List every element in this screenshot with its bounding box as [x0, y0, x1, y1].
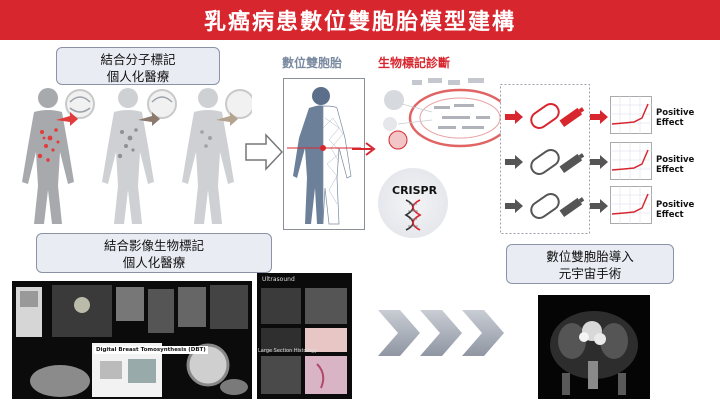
biomarker-network-diagram — [383, 78, 512, 150]
crispr-label: CRISPR — [392, 184, 438, 197]
ultrasound-collage-art — [261, 288, 347, 394]
dbt-label: Digital Breast Tomosynthesis (DBT) — [94, 346, 208, 354]
page-title: 乳癌病患數位雙胞胎模型建構 — [203, 10, 516, 35]
biomarker-diagnosis-label: 生物標記診斷 — [378, 56, 451, 70]
arrow-right-icon — [56, 112, 78, 126]
callout-metaverse-line1: 數位雙胞胎導入 — [546, 249, 634, 264]
chevron-right-icon — [378, 310, 504, 356]
arrow-right-icon — [590, 199, 608, 213]
arrow-right-icon — [505, 110, 523, 124]
digital-twin-figure — [283, 78, 365, 230]
ultrasound-label: Ultrasound — [262, 276, 295, 283]
trend-chart-icon — [610, 186, 652, 224]
capsule-icon — [530, 192, 585, 220]
ct-scan-art — [550, 311, 638, 395]
callout-molecular: 結合分子標記 個人化醫療 — [56, 47, 220, 85]
callout-molecular-line1: 結合分子標記 — [100, 52, 176, 67]
arrow-right-icon — [590, 155, 608, 169]
arrow-right-icon — [216, 112, 238, 126]
magnifier-icon — [147, 89, 177, 119]
arrow-right-icon — [138, 112, 160, 126]
capsule-icon — [530, 148, 585, 176]
callout-imaging-line2: 個人化醫療 — [122, 255, 186, 270]
arrow-right-icon — [352, 142, 376, 156]
trend-chart-icon — [610, 96, 652, 134]
human-silhouette-icon — [102, 88, 154, 224]
callout-metaverse-line2: 元宇宙手術 — [558, 266, 622, 281]
human-silhouette-icon — [22, 88, 74, 224]
arrow-right-icon — [245, 133, 284, 171]
arrow-right-icon — [505, 155, 523, 169]
large-section-label: Large Section Histology — [258, 348, 318, 354]
magnifier-icon — [65, 89, 95, 119]
callout-metaverse: 數位雙胞胎導入 元宇宙手術 — [506, 244, 674, 284]
human-silhouette-icon — [182, 88, 234, 224]
magnifier-icon — [225, 89, 252, 119]
capsule-icon — [530, 102, 585, 130]
dna-helix-icon — [404, 199, 422, 231]
callout-molecular-line2: 個人化醫療 — [106, 69, 170, 84]
callout-imaging: 結合影像生物標記 個人化醫療 — [36, 233, 272, 273]
trend-chart-icon — [610, 142, 652, 180]
imaging-collage-art — [16, 285, 248, 397]
digital-twin-label: 數位雙胞胎 — [282, 56, 343, 70]
arrow-right-icon — [505, 199, 523, 213]
arrow-right-icon — [590, 110, 608, 124]
callout-imaging-line1: 結合影像生物標記 — [103, 238, 204, 253]
title-bar: 乳癌病患數位雙胞胎模型建構 — [0, 0, 720, 40]
